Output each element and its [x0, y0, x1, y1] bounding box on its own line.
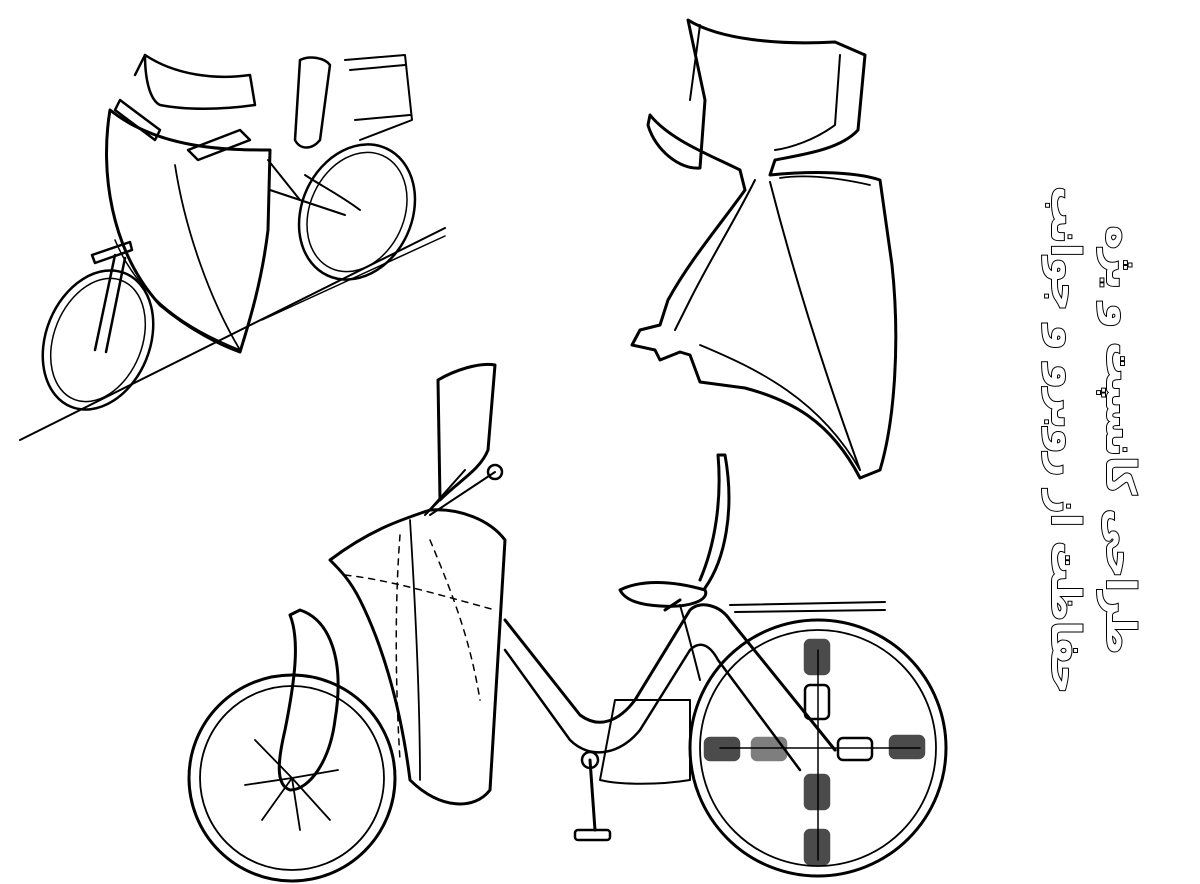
perspective-bike-sketch	[19, 53, 446, 441]
fairing-detail-sketch	[630, 18, 898, 480]
title-line-2: حفاظت از روبرو و جوانب	[1041, 185, 1089, 695]
title-line-1: طراحی کانسپت و یژه	[1096, 225, 1144, 655]
side-view-bike-sketch	[187, 362, 948, 883]
title-block: طراحی کانسپت و یژه حفاظت از روبرو و جوان…	[1010, 150, 1200, 730]
